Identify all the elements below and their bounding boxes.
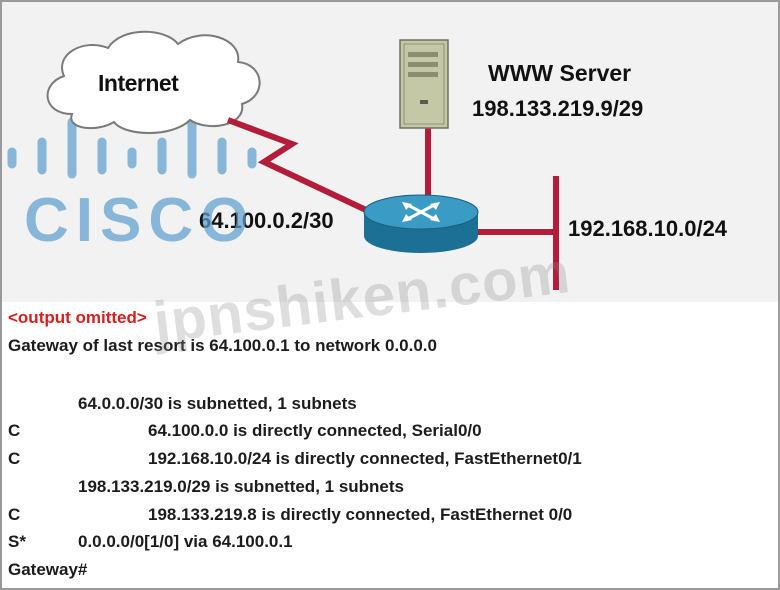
network-diagram: Internet WWW Server 198.133.219.9/29 64.… <box>2 2 778 302</box>
gateway-of-last-resort: Gateway of last resort is 64.100.0.1 to … <box>8 336 437 355</box>
route-code: C <box>8 449 21 468</box>
cisco-logo-bars <box>7 117 257 179</box>
server-ip-label: 198.133.219.9/29 <box>472 96 644 121</box>
serial-link <box>226 117 368 213</box>
route-text: 198.133.219.8 is directly connected, Fas… <box>148 505 573 524</box>
route-code: C <box>8 421 21 440</box>
server-name-label: WWW Server <box>488 60 632 86</box>
server-icon <box>399 39 449 129</box>
route-text: 0.0.0.0/0[1/0] via 64.100.0.1 <box>78 532 293 551</box>
output-omitted-label: <output omitted> <box>8 308 147 327</box>
route-text: 198.133.219.0/29 is subnetted, 1 subnets <box>78 477 404 496</box>
topology-drawing <box>7 30 559 290</box>
lan-ip-label: 192.168.10.0/24 <box>568 216 728 241</box>
route-code: C <box>8 505 21 524</box>
router-icon <box>363 194 479 253</box>
wan-ip-label: 64.100.0.2/30 <box>199 208 334 233</box>
internet-cloud-icon <box>46 30 261 134</box>
route-text: 64.0.0.0/30 is subnetted, 1 subnets <box>78 394 357 413</box>
route-text: 192.168.10.0/24 is directly connected, F… <box>148 449 582 468</box>
cisco-logo-text: CISCO <box>24 186 256 255</box>
internet-label: Internet <box>98 70 179 96</box>
route-code: S* <box>8 532 26 551</box>
route-text: 64.100.0.0 is directly connected, Serial… <box>148 421 482 440</box>
cli-prompt: Gateway# <box>8 560 88 579</box>
